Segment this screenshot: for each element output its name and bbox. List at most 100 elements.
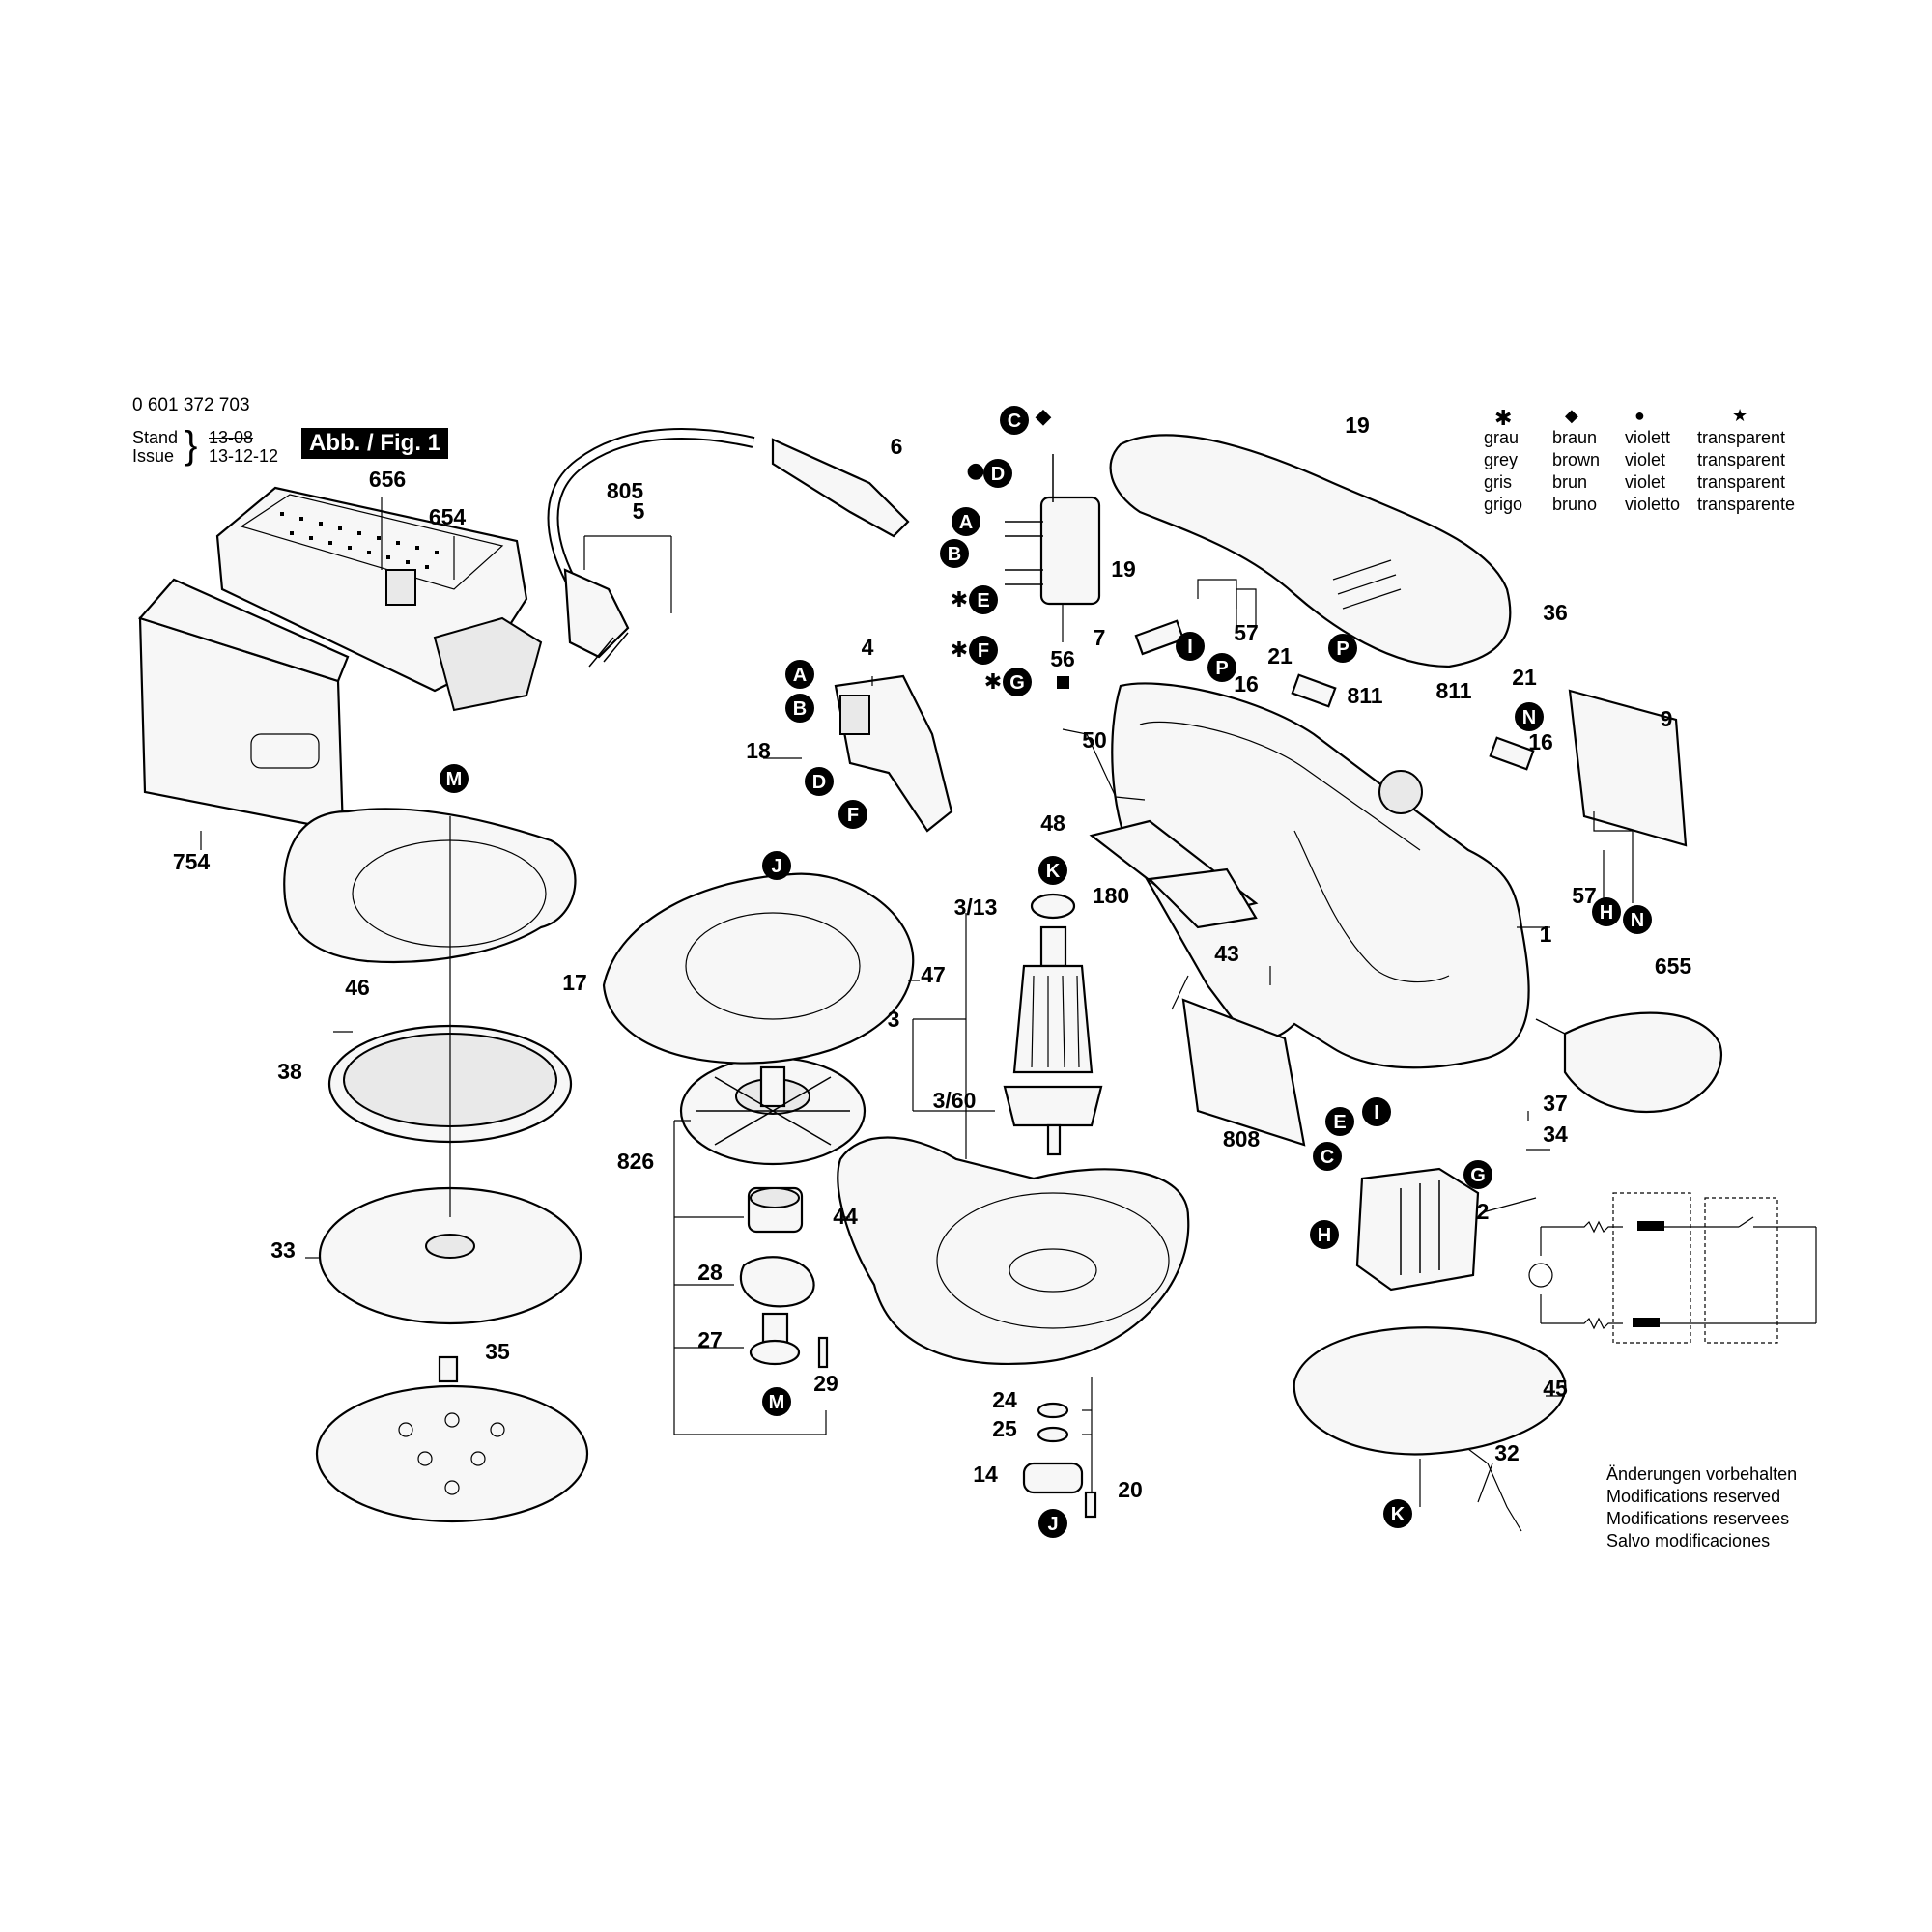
connector-m-badge: M	[440, 764, 469, 793]
wire-color-symbol: ✱	[984, 670, 1002, 695]
part-label-24: 24	[992, 1387, 1017, 1412]
part-label-21-secondary: 21	[1512, 665, 1537, 690]
part-number: 0 601 372 703	[132, 395, 250, 415]
footer-note-en: Modifications reserved	[1606, 1487, 1781, 1506]
connector-k-badge: K	[1383, 1499, 1412, 1528]
connector-n-badge: N	[1623, 905, 1652, 934]
footer-note-de: Änderungen vorbehalten	[1606, 1464, 1798, 1484]
part-label-9: 9	[1661, 706, 1673, 731]
footer-note-es: Salvo modificaciones	[1606, 1531, 1771, 1550]
connector-k-badge: K	[1038, 856, 1067, 885]
sanding-sheets-package-drawing	[138, 578, 350, 833]
issue-label: Issue	[132, 446, 175, 466]
connector-a-badge: A	[952, 507, 980, 536]
legend-violet-de: violett	[1625, 428, 1671, 447]
part-label-46: 46	[345, 975, 370, 1000]
svg-text:E: E	[977, 590, 989, 611]
part-label-656: 656	[369, 467, 406, 492]
part-label-17: 17	[562, 970, 587, 995]
part-label-56: 56	[1050, 646, 1075, 671]
connector-c-badge: C	[1000, 406, 1029, 435]
part-label-32: 32	[1494, 1440, 1520, 1465]
connector-d-badge: D	[805, 767, 834, 796]
part-label-44: 44	[833, 1204, 858, 1229]
stand-label: Stand	[132, 428, 179, 447]
connector-j-badge: J	[762, 851, 791, 880]
part-label-47: 47	[921, 962, 946, 987]
svg-text:A: A	[793, 665, 807, 686]
legend-grey-de: grau	[1484, 428, 1520, 447]
label-plate-9-drawing	[1568, 689, 1688, 847]
legend-grey-es: grigo	[1484, 495, 1523, 514]
legend-grey-fr: gris	[1484, 472, 1513, 492]
svg-text:H: H	[1318, 1225, 1331, 1246]
connector-p-badge: P	[1328, 634, 1357, 663]
leader-lines	[200, 497, 1565, 1507]
svg-text:F: F	[978, 640, 989, 662]
connector-j-badge: J	[1038, 1509, 1067, 1538]
part-label-655: 655	[1655, 953, 1692, 979]
power-cable-drawing	[547, 428, 910, 668]
svg-text:G: G	[1009, 672, 1025, 694]
connector-f-badge: F	[838, 800, 867, 829]
connector-d-badge: D	[983, 459, 1012, 488]
connector-c-badge: C	[1313, 1142, 1342, 1171]
part-label-3-13: 3/13	[954, 895, 998, 920]
connector-b-badge: B	[785, 694, 814, 723]
part-label-36: 36	[1543, 600, 1568, 625]
legend-brown-en: brown	[1552, 450, 1601, 469]
part-label-48: 48	[1040, 810, 1065, 836]
legend-violet-es: violetto	[1625, 495, 1681, 514]
svg-text:C: C	[1008, 411, 1021, 432]
legend-symbol-transparent: ★	[1732, 406, 1748, 425]
legend-symbol-violet: ●	[1634, 406, 1645, 425]
connector-g-badge: G	[1463, 1160, 1492, 1189]
part-label-57-secondary: 57	[1572, 883, 1597, 908]
suppressor-drawing	[1005, 454, 1101, 606]
connector-p-badge: P	[1208, 653, 1236, 682]
part-label-43: 43	[1214, 941, 1239, 966]
part-label-6: 6	[891, 434, 903, 459]
connector-f-badge: F	[969, 636, 998, 665]
wiring-schematic	[1528, 1192, 1817, 1344]
square-marker-icon	[1057, 676, 1069, 689]
legend-transparent-en: transparent	[1697, 450, 1786, 469]
legend-transparent-fr: transparent	[1697, 472, 1786, 492]
svg-text:P: P	[1336, 639, 1349, 660]
part-label-20: 20	[1118, 1477, 1143, 1502]
connector-a-badge: A	[785, 660, 814, 689]
connector-e-badge: E	[969, 585, 998, 614]
connector-h-badge: H	[1310, 1220, 1339, 1249]
part-label-27: 27	[697, 1327, 723, 1352]
svg-text:N: N	[1522, 707, 1536, 728]
part-label-50: 50	[1082, 727, 1107, 753]
part-label-18: 18	[746, 738, 771, 763]
sanding-sheet-drawing	[315, 1384, 589, 1523]
legend-transparent-de: transparent	[1697, 428, 1786, 447]
part-label-29: 29	[813, 1371, 838, 1396]
legend-violet-en: violet	[1625, 450, 1666, 469]
svg-text:C: C	[1321, 1147, 1334, 1168]
connector-e-badge: E	[1325, 1107, 1354, 1136]
svg-text:N: N	[1631, 910, 1644, 931]
part-label-28: 28	[697, 1260, 723, 1285]
label-plate-808-drawing	[1181, 998, 1306, 1147]
part-label-35: 35	[485, 1339, 510, 1364]
svg-text:A: A	[959, 512, 973, 533]
part-label-654: 654	[429, 504, 467, 529]
svg-text:D: D	[812, 772, 826, 793]
connector-b-badge: B	[940, 539, 969, 568]
flange-47-drawing	[602, 872, 915, 1065]
svg-text:P: P	[1215, 658, 1228, 679]
field-coil-drawing	[1355, 1167, 1480, 1292]
legend-brown-de: braun	[1552, 428, 1598, 447]
fan-drawing	[679, 1056, 867, 1166]
part-label-19-secondary: 19	[1345, 412, 1370, 438]
part-label-34: 34	[1543, 1122, 1568, 1147]
armature-drawing	[1003, 893, 1103, 1156]
brace-symbol: }	[185, 424, 198, 467]
connector-m-badge: M	[762, 1387, 791, 1416]
svg-text:M: M	[446, 769, 463, 790]
